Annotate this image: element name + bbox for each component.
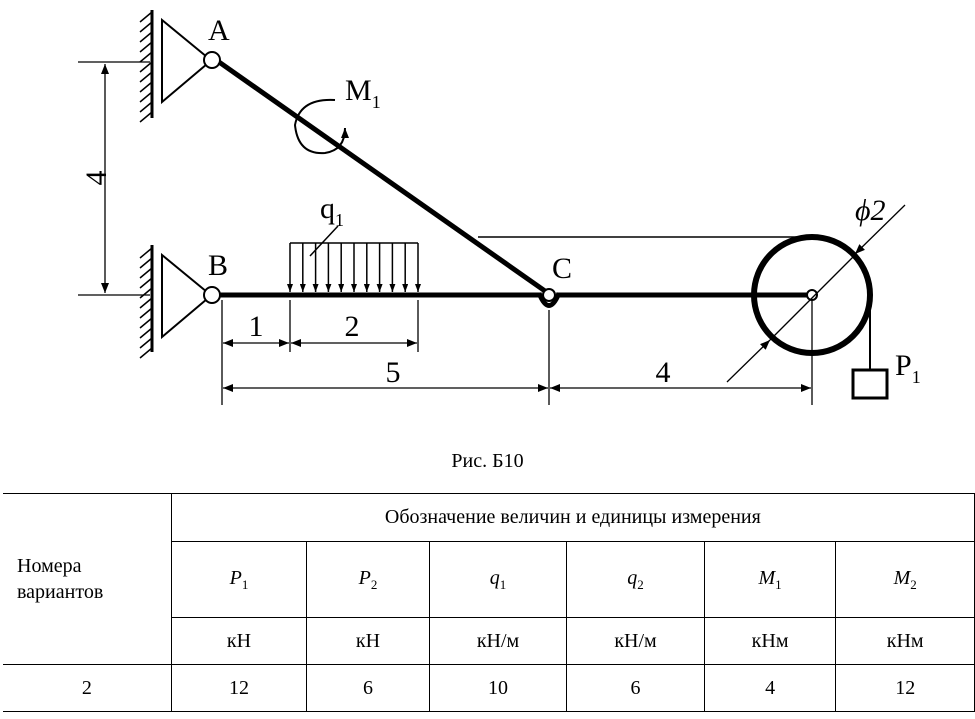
- dim-4: 4: [656, 356, 671, 389]
- label-c: C: [552, 252, 572, 285]
- label-p1: P1: [895, 349, 921, 387]
- structure: [217, 59, 889, 400]
- col-unit: кН: [306, 617, 430, 665]
- dim-height: 4: [80, 171, 113, 186]
- weight-p1: [851, 368, 889, 400]
- col-symbol: q2: [566, 541, 705, 618]
- variants-table: Номера вариантов Обозначение величин и е…: [3, 493, 975, 712]
- moment-m1: [293, 98, 349, 155]
- variant-number: 2: [3, 664, 172, 712]
- col-symbol: M2: [835, 541, 975, 618]
- dim-1: 1: [249, 310, 264, 343]
- col-symbol: P1: [170, 541, 308, 618]
- col-symbol: q1: [428, 541, 568, 618]
- dim-5: 5: [386, 356, 401, 389]
- col-value: 4: [703, 664, 837, 712]
- distributed-load: [287, 225, 421, 292]
- col-unit: кНм: [703, 617, 837, 665]
- support-a: [139, 10, 221, 123]
- support-b: [139, 245, 221, 359]
- row-header: Номера вариантов: [3, 493, 172, 665]
- label-q1: q1: [320, 192, 344, 230]
- col-symbol: P2: [306, 541, 430, 618]
- dimension-lines: [78, 61, 906, 405]
- col-symbol: M1: [703, 541, 837, 618]
- col-unit: кН: [170, 617, 308, 665]
- col-value: 12: [835, 664, 975, 712]
- figure-caption: Рис. Б10: [451, 450, 524, 472]
- label-a: A: [208, 14, 230, 47]
- group-header: Обозначение величин и единицы измерения: [170, 493, 975, 542]
- col-value: 6: [566, 664, 705, 712]
- col-value: 10: [428, 664, 568, 712]
- dim-2: 2: [345, 310, 360, 343]
- col-value: 12: [170, 664, 308, 712]
- col-unit: кН/м: [566, 617, 705, 665]
- label-b: B: [208, 249, 228, 282]
- col-value: 6: [306, 664, 430, 712]
- label-diameter: ϕ2: [855, 194, 886, 227]
- col-unit: кН/м: [428, 617, 568, 665]
- mechanics-diagram: A B C M1 q1 P1 ϕ2 4 1 2 5 4: [78, 10, 921, 405]
- label-m1: M1: [345, 74, 381, 112]
- col-unit: кНм: [835, 617, 975, 665]
